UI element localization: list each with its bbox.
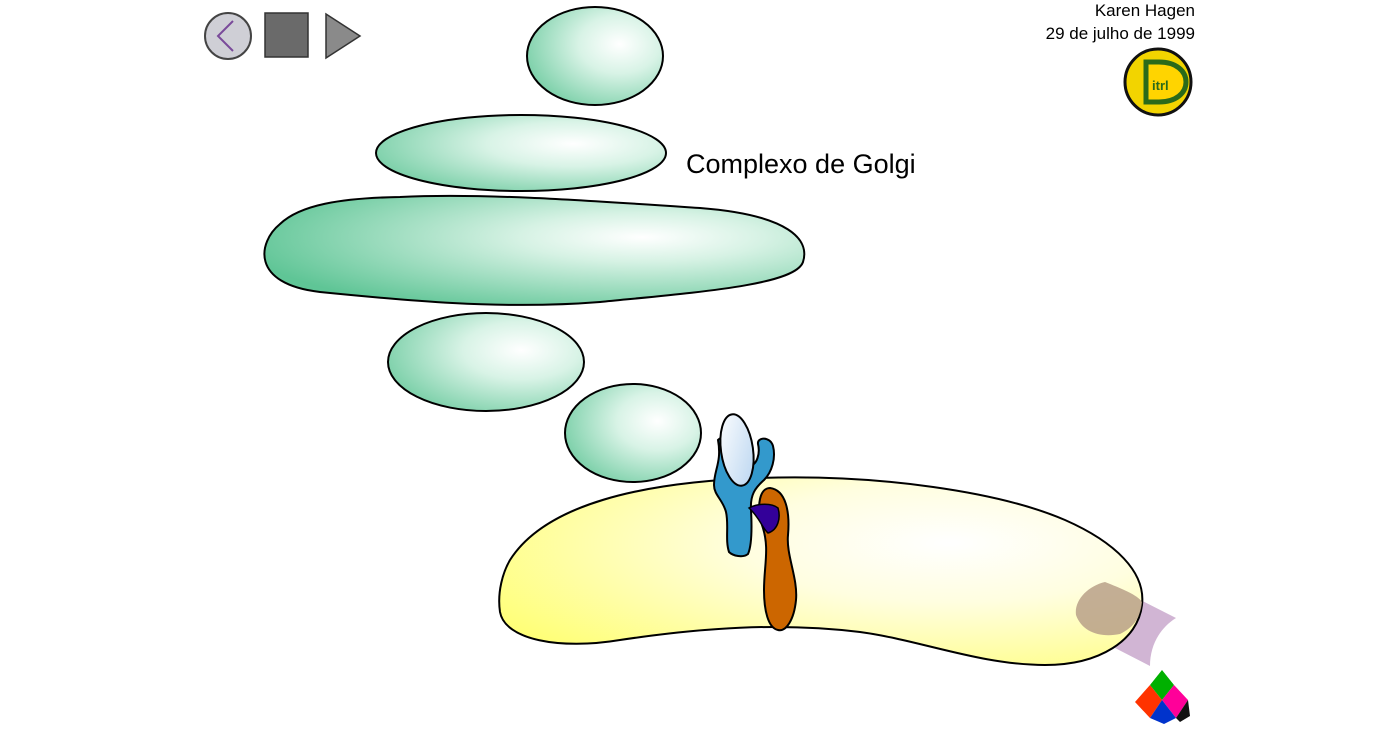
square-stop-icon xyxy=(264,12,309,58)
author-name: Karen Hagen xyxy=(1094,1,1195,20)
golgi-vesicle-top xyxy=(526,6,664,106)
ligand-purple xyxy=(747,503,780,534)
golgi-label: Complexo de Golgi xyxy=(686,149,916,179)
logo-text: itrl xyxy=(1152,78,1169,93)
transport-tube-cap xyxy=(1075,582,1142,636)
corner-cube-logo xyxy=(1135,670,1190,724)
receptor-oval xyxy=(719,413,755,487)
golgi-vesicle-low xyxy=(564,383,702,483)
back-button[interactable] xyxy=(202,11,254,61)
presentation-date: 29 de julho de 1999 xyxy=(1045,24,1195,43)
stop-button[interactable] xyxy=(264,12,310,59)
golgi-cisterna-1 xyxy=(375,114,667,192)
chevron-left-icon xyxy=(204,12,252,60)
golgi-vesicle-mid xyxy=(387,312,585,412)
triangle-play-icon xyxy=(325,12,362,60)
ditrl-logo: itrl xyxy=(1123,47,1193,117)
golgi-cisterna-2 xyxy=(263,194,806,306)
cell-body xyxy=(498,476,1144,667)
play-button[interactable] xyxy=(324,12,364,60)
